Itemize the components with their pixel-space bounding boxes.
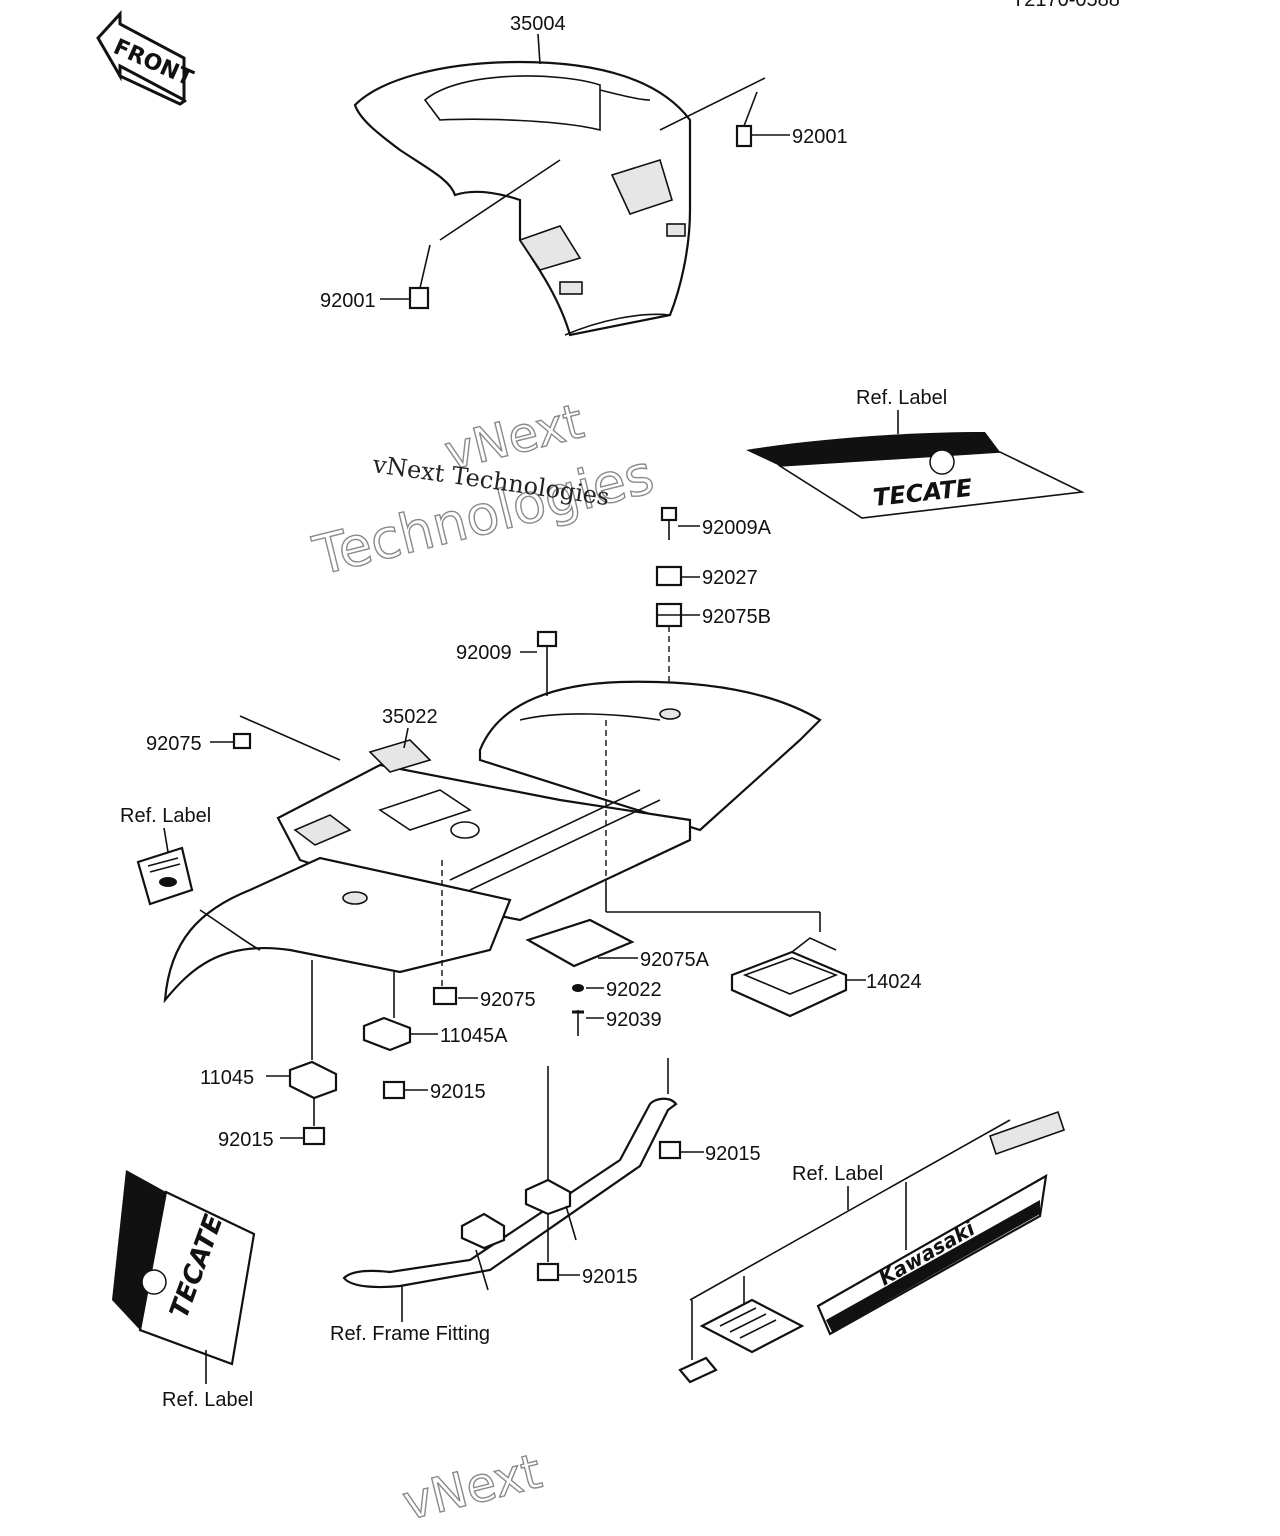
front-arrow-icon: FRONT [96,10,197,106]
bolt-92001-right [735,91,790,148]
pad-92075A [525,918,638,968]
bolt-92009A [660,506,700,540]
label-92015-c: 92015 [705,1143,761,1165]
bolt-92001-left [380,244,431,310]
nut-92015-b [280,1126,326,1146]
label-92009: 92009 [456,642,512,664]
tecate-decal-top: TECATE [746,432,1085,519]
bolt-92009 [520,630,558,664]
rear-fender-35022 [163,680,822,1004]
bracket-11045 [266,1060,338,1100]
label-92015-b: 92015 [218,1129,274,1151]
tecate-decal-left: TECATE [112,1170,256,1366]
ref-frame-fitting: Ref. Frame Fitting [330,1323,490,1345]
label-92022: 92022 [606,979,662,1001]
label-92075A: 92075A [640,949,710,971]
label-92015-d: 92015 [582,1266,638,1288]
label-92039: 92039 [606,1009,662,1031]
watermark-bottom: vNext [397,1443,547,1531]
ref-label-left: Ref. Label [120,805,211,827]
ref-label-top: Ref. Label [856,387,947,409]
frame-fitting-bar [342,1097,678,1291]
screw-92039 [572,1010,604,1036]
label-92075-top: 92075 [146,733,202,755]
label-92027: 92027 [702,567,758,589]
collar-92027 [655,565,700,587]
nut-92015-c [658,1140,704,1160]
label-92001-left: 92001 [320,290,376,312]
diagram-code: T2170-0588 [1012,0,1120,11]
bracket-11045A [362,1016,438,1052]
ref-label-right: Ref. Label [792,1163,883,1185]
label-92015-a: 92015 [430,1081,486,1103]
ref-label-bottom: Ref. Label [162,1389,253,1411]
kawasaki-stripe-decal: Kawasaki [678,1110,1066,1384]
nut-92015-d [536,1262,580,1282]
label-11045: 11045 [200,1067,254,1089]
nut-92075-top [210,732,252,750]
damper-92075B [655,602,700,628]
rear-fender-cover-35004 [353,60,766,337]
washer-92022 [572,984,604,992]
label-92009A: 92009A [702,517,772,539]
nut-92015-a [382,1080,428,1100]
label-92001-right: 92001 [792,126,848,148]
label-92075B: 92075B [702,606,771,628]
label-11045A: 11045A [440,1025,508,1047]
label-35004: 35004 [510,13,566,35]
box-14024 [730,937,866,1018]
label-92075-mid: 92075 [480,989,536,1011]
label-sticker-left [136,846,194,906]
watermark-middle: vNext Technologies vNext Technologies [306,393,660,589]
nut-92075-mid [432,986,478,1006]
label-35022: 35022 [382,706,438,728]
label-14024: 14024 [866,971,922,993]
